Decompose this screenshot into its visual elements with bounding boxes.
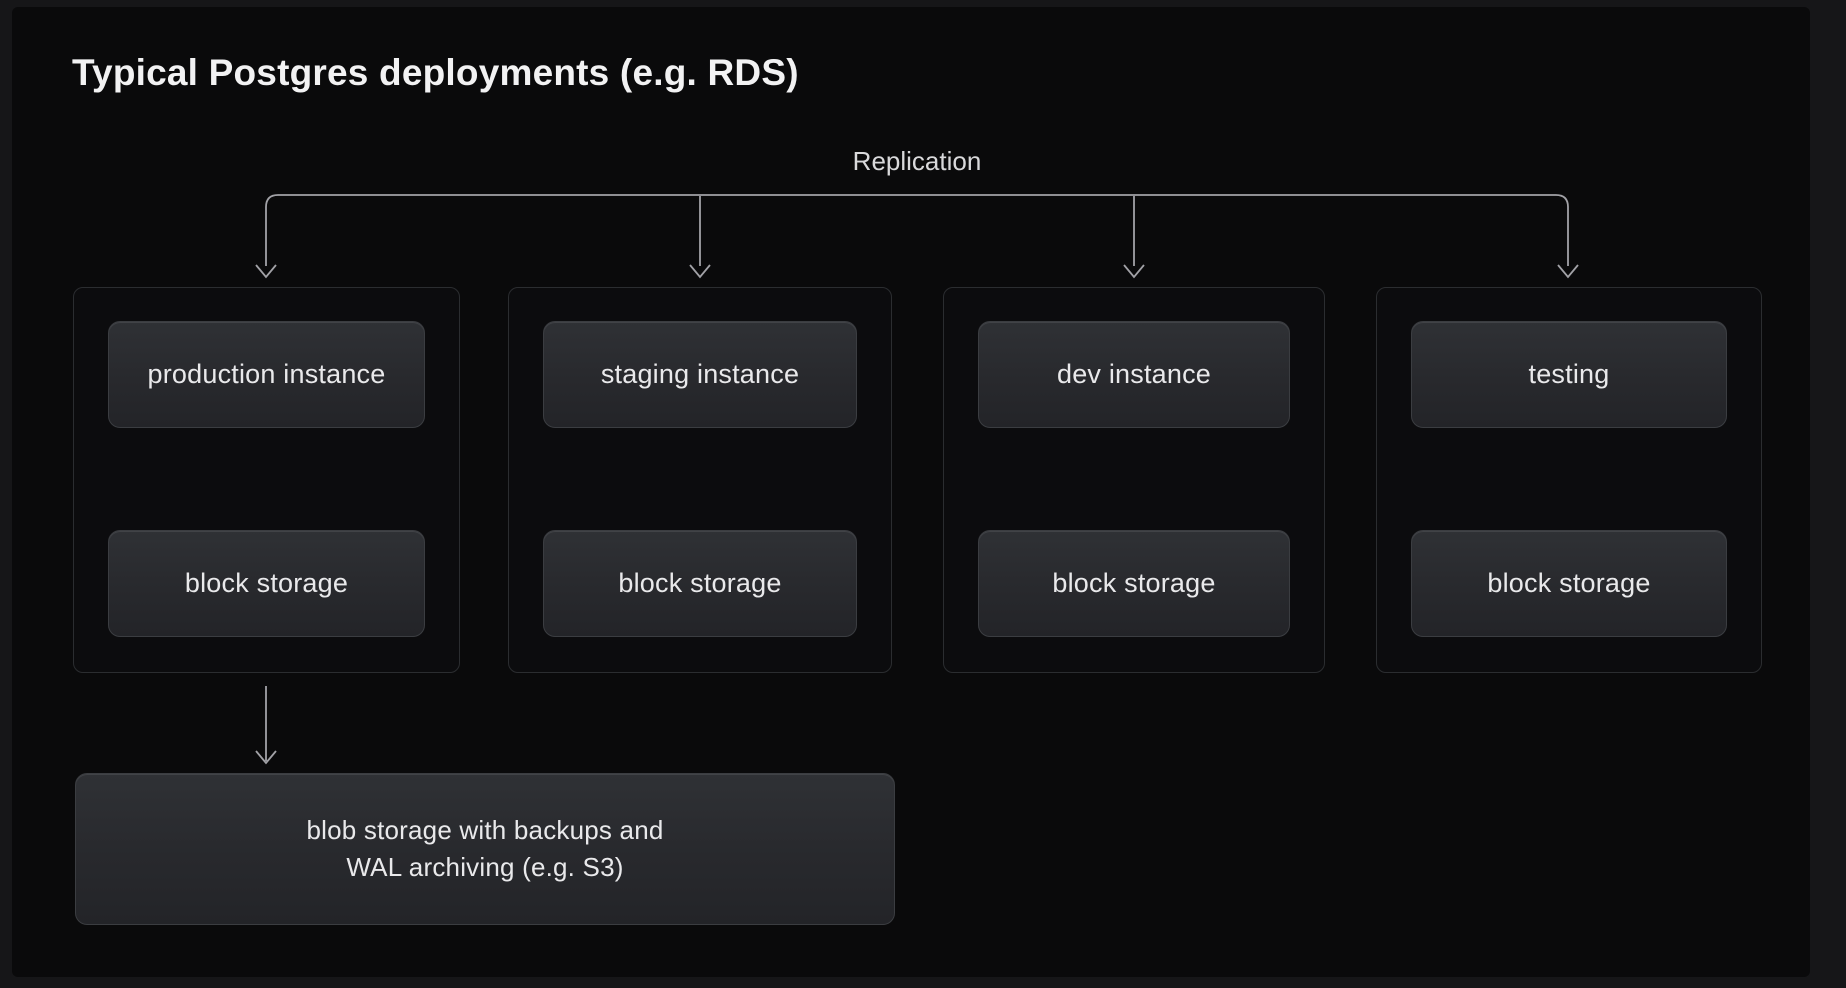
- block-storage-box: block storage: [108, 530, 425, 637]
- deployment-column-staging: staging instance block storage: [508, 287, 892, 673]
- staging-instance-box: staging instance: [543, 321, 857, 428]
- testing-instance-box: testing: [1411, 321, 1727, 428]
- deployment-column-production: production instance block storage: [73, 287, 460, 673]
- blob-storage-line-2: WAL archiving (e.g. S3): [346, 852, 624, 882]
- dev-instance-box: dev instance: [978, 321, 1290, 428]
- block-storage-box: block storage: [1411, 530, 1727, 637]
- blob-storage-box: blob storage with backups and WAL archiv…: [75, 773, 895, 925]
- block-storage-box: block storage: [978, 530, 1290, 637]
- deployment-column-dev: dev instance block storage: [943, 287, 1325, 673]
- replication-label: Replication: [852, 146, 982, 176]
- deployment-column-testing: testing block storage: [1376, 287, 1762, 673]
- blob-storage-line-1: blob storage with backups and: [306, 815, 664, 846]
- diagram-title: Typical Postgres deployments (e.g. RDS): [72, 52, 799, 93]
- production-instance-box: production instance: [108, 321, 425, 428]
- block-storage-box: block storage: [543, 530, 857, 637]
